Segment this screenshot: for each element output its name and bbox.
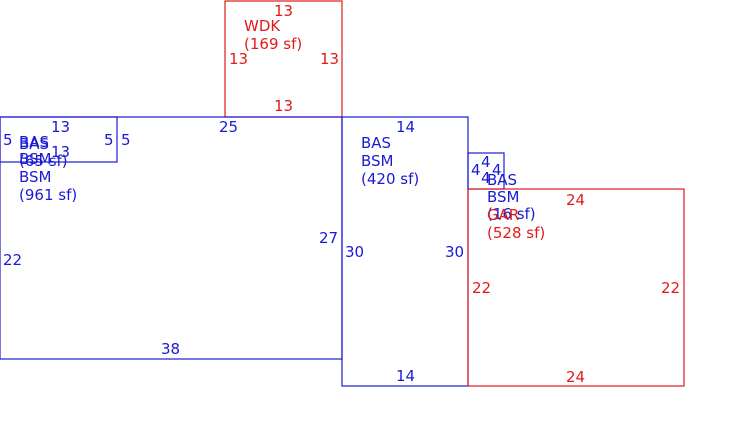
- wdk-area: (169 sf): [244, 35, 302, 53]
- small-right-area: (16 sf): [487, 205, 536, 223]
- gar-code: GAR: [487, 206, 519, 224]
- small-right-dim-left: 4: [471, 161, 481, 179]
- wdk-code: WDK: [244, 17, 281, 35]
- small-top-left-code: BAS: [19, 135, 49, 153]
- middle-sub: BSM: [361, 152, 394, 170]
- gar-dim-left: 22: [472, 279, 491, 297]
- small-top-left-area: (65 sf): [19, 152, 68, 170]
- small-top-left-dim-left: 5: [3, 131, 13, 149]
- main-code: BAS: [19, 133, 49, 151]
- small-top-left-dim-right: 5: [104, 131, 114, 149]
- middle-dim-right: 30: [445, 243, 464, 261]
- small-right-dim-top: 4: [481, 153, 491, 171]
- main-dim-bottom: 38: [161, 340, 180, 358]
- gar-area: (528 sf): [487, 224, 545, 242]
- small-right-dim-bottom: 4: [481, 169, 491, 187]
- gar-dim-bottom: 24: [566, 368, 585, 386]
- middle-dim-bottom: 14: [396, 367, 415, 385]
- small-right-code: BAS: [487, 171, 517, 189]
- small-top-left-outline: [0, 116, 118, 163]
- middle-code: BAS: [361, 134, 391, 152]
- wdk-dim-right: 13: [320, 50, 339, 68]
- wdk-dim-top: 13: [274, 2, 293, 20]
- middle-area: (420 sf): [361, 170, 419, 188]
- middle-dim-left: 30: [345, 243, 364, 261]
- main-dim-left: 22: [3, 251, 22, 269]
- small-right-sub: BSM: [487, 188, 520, 206]
- wdk-dim-bottom: 13: [274, 97, 293, 115]
- middle-dim-top: 14: [396, 118, 415, 136]
- main-dim-right: 27: [319, 229, 338, 247]
- main-dim-top: 25: [219, 118, 238, 136]
- gar-outline: [467, 188, 685, 387]
- wdk-dim-left: 13: [229, 50, 248, 68]
- main-dim-inner: 5: [121, 131, 131, 149]
- main-area: (961 sf): [19, 186, 77, 204]
- small-top-left-dim-bottom: 13: [51, 143, 70, 161]
- gar-dim-right: 22: [661, 279, 680, 297]
- small-right-dim-right: 4: [492, 161, 502, 179]
- small-top-left-dim-top: 13: [51, 118, 70, 136]
- gar-dim-top: 24: [566, 191, 585, 209]
- main-sub: BSM: [19, 168, 52, 186]
- small-top-left-sub: BSM: [19, 150, 52, 168]
